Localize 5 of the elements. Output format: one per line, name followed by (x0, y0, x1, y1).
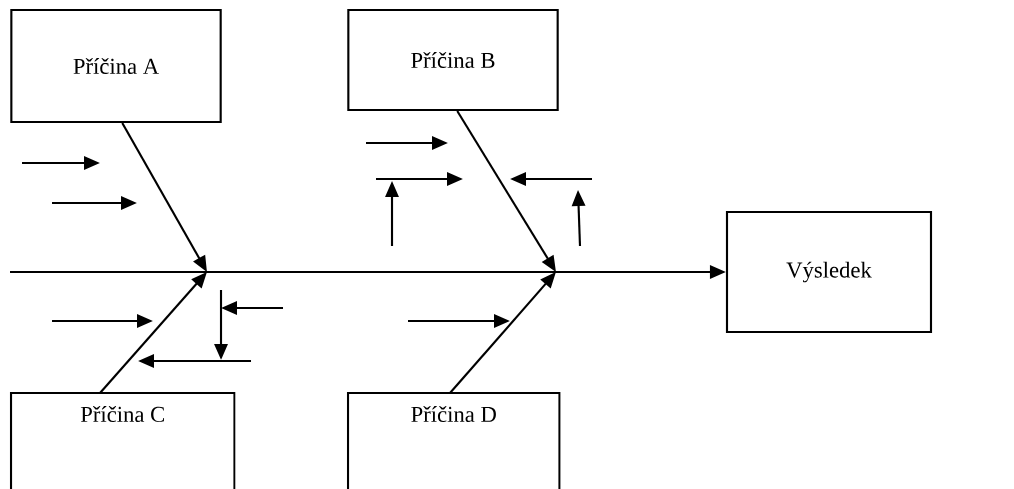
effect-box: Výsledek (725, 210, 933, 334)
cause-box: Příčina C (9, 391, 236, 489)
cause-box: Příčina D (346, 391, 561, 489)
cause-box: Příčina B (347, 8, 559, 112)
cause-box: Příčina A (10, 8, 222, 124)
